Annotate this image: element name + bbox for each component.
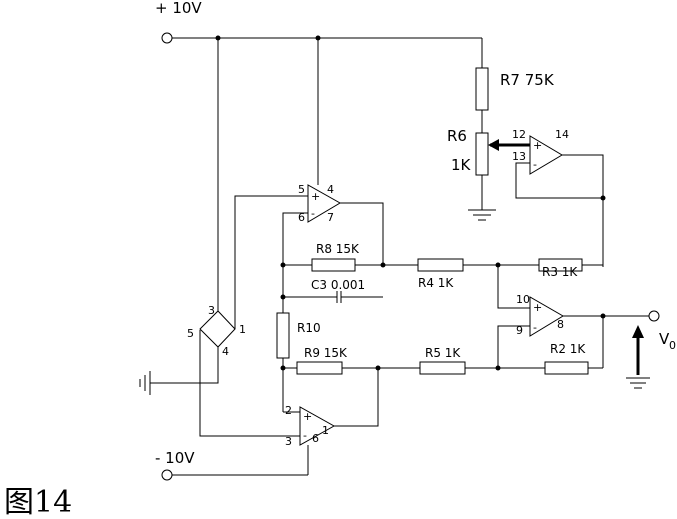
opamp-bottom: [299, 406, 336, 446]
ground-symbol-bridge: [139, 371, 151, 395]
svg-text:1: 1: [239, 323, 246, 336]
svg-text:4: 4: [327, 183, 334, 196]
svg-text:14: 14: [555, 128, 569, 141]
svg-text:+: +: [533, 301, 542, 314]
svg-text:12: 12: [512, 128, 526, 141]
svg-text:5: 5: [298, 183, 305, 196]
svg-text:13: 13: [512, 150, 526, 163]
opamp-buffer: [529, 135, 563, 175]
svg-text:-: -: [533, 158, 537, 171]
opamp-output: [529, 296, 564, 337]
resistor-r7: [475, 67, 489, 111]
svg-text:6: 6: [312, 432, 319, 445]
negative-supply-rail: [161, 445, 309, 481]
resistor-r10-label: R10: [297, 321, 321, 335]
resistor-r2: [544, 361, 589, 375]
svg-text:1: 1: [322, 424, 329, 437]
ground-symbol-r6: [468, 209, 496, 221]
resistor-r4: [417, 258, 464, 272]
wiper-arrow: [488, 139, 530, 151]
capacitor-c3-label: C3 0.001: [311, 278, 365, 292]
resistor-r8-label: R8 15K: [316, 242, 360, 256]
svg-text:4: 4: [222, 345, 229, 358]
potentiometer-r6: [475, 132, 489, 176]
svg-text:8: 8: [557, 318, 564, 331]
svg-text:10: 10: [516, 293, 530, 306]
svg-text:3: 3: [285, 435, 292, 448]
resistor-r3-label: R3 1K: [542, 265, 578, 279]
svg-text:3: 3: [208, 304, 215, 317]
potentiometer-r6-name: R6: [447, 127, 467, 145]
svg-text:7: 7: [327, 211, 334, 224]
positive-supply-rail: [161, 32, 483, 185]
svg-text:-: -: [533, 321, 537, 334]
figure-caption: 图14: [4, 485, 72, 519]
output-voltage-label: V: [659, 330, 670, 348]
potentiometer-r6-value: 1K: [451, 156, 472, 174]
resistor-r9: [296, 361, 343, 375]
resistor-r4-label: R4 1K: [418, 276, 454, 290]
resistor-r5: [419, 361, 466, 375]
output-voltage-subscript: 0: [669, 339, 676, 352]
negative-supply-label: - 10V: [155, 449, 195, 467]
resistor-r10: [276, 312, 290, 359]
negative-supply-terminal: [161, 469, 173, 481]
output-terminal: [648, 310, 660, 322]
svg-text:-: -: [311, 207, 315, 220]
svg-text:2: 2: [285, 404, 292, 417]
svg-text:5: 5: [187, 327, 194, 340]
positive-supply-terminal: [161, 32, 173, 44]
resistor-r7-label: R7 75K: [500, 71, 555, 89]
svg-text:9: 9: [516, 324, 523, 337]
svg-text:-: -: [303, 429, 307, 442]
resistor-r2-label: R2 1K: [550, 342, 586, 356]
svg-text:6: 6: [298, 211, 305, 224]
opamp-top: [307, 184, 341, 223]
output-voltage-arrow: [632, 325, 644, 375]
resistor-r5-label: R5 1K: [425, 346, 461, 360]
resistor-r9-label: R9 15K: [304, 346, 348, 360]
positive-supply-label: + 10V: [155, 0, 202, 17]
svg-text:+: +: [303, 410, 312, 423]
ground-symbol-output: [626, 377, 650, 389]
svg-text:+: +: [311, 190, 320, 203]
svg-text:+: +: [533, 139, 542, 152]
sensor-bridge: [199, 310, 236, 348]
resistor-r8: [311, 258, 356, 272]
